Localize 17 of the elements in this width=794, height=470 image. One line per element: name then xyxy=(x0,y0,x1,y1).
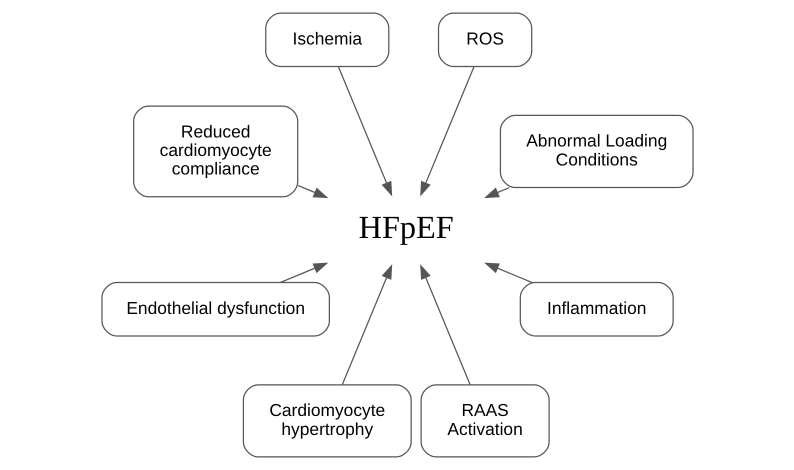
arrow xyxy=(484,187,509,198)
node-box: Abnormal Loading Conditions xyxy=(499,114,694,188)
node-text: HFpEF xyxy=(358,209,454,246)
node-box: RAAS Activation xyxy=(420,384,550,458)
arrow xyxy=(341,264,392,385)
arrow xyxy=(420,264,470,385)
arrow xyxy=(279,262,328,284)
arrow xyxy=(484,262,532,284)
arrow xyxy=(420,66,474,197)
arrow xyxy=(297,185,328,198)
node-box: ROS xyxy=(437,12,532,68)
node-box: Inflammation xyxy=(519,282,674,337)
node-box: Endothelial dysfunction xyxy=(100,282,330,337)
node-box: Cardiomyocyte hypertrophy xyxy=(242,384,412,458)
node-box: Reduced cardiomyocyte compliance xyxy=(132,105,298,198)
node-box: Ischemia xyxy=(264,12,389,68)
arrow xyxy=(337,66,392,197)
